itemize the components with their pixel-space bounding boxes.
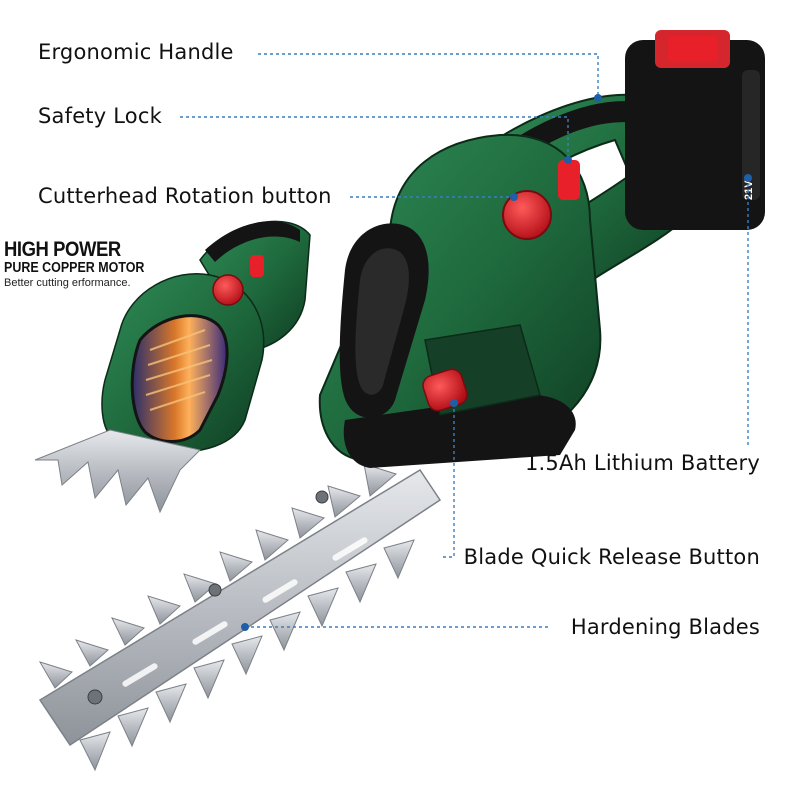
trimmer-body: 21V [318, 30, 765, 468]
label-safety-lock: Safety Lock [38, 104, 162, 128]
label-cutterhead-rotation: Cutterhead Rotation button [38, 184, 332, 208]
promo-block: HIGH POWER PURE COPPER MOTOR Better cutt… [4, 238, 167, 289]
leader-dots [241, 94, 752, 631]
label-hardening-blades: Hardening Blades [570, 615, 760, 639]
shear-blades [34, 429, 201, 514]
hedge-blade [38, 463, 442, 772]
leader-lines [180, 53, 749, 628]
label-battery: 1.5Ah Lithium Battery [524, 451, 760, 475]
rotation-button[interactable] [502, 190, 552, 240]
promo-note: Better cutting erformance. [4, 277, 131, 289]
safety-lock-switch[interactable] [558, 160, 580, 200]
promo-subtitle: PURE COPPER MOTOR [4, 260, 145, 276]
label-blade-release: Blade Quick Release Button [463, 545, 760, 569]
promo-title: HIGH POWER [4, 238, 121, 261]
battery-voltage-badge: 21V [743, 180, 755, 200]
battery-pack [625, 30, 765, 230]
shear-attachment [34, 220, 311, 514]
label-ergonomic-handle: Ergonomic Handle [38, 40, 234, 64]
